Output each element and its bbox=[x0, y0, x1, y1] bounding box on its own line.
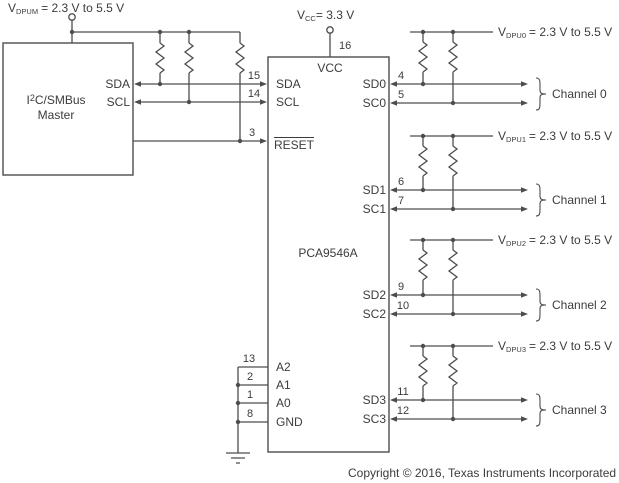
channel-3-wires bbox=[390, 343, 547, 427]
pin-number-8: 8 bbox=[246, 408, 254, 420]
ic-pin-sd3: SD3 bbox=[362, 393, 386, 407]
vcc-supply-label: VCC= 3.3 V bbox=[297, 8, 355, 23]
master-name-line2: Master bbox=[37, 108, 75, 122]
master-name-line1: I2C/SMBus bbox=[26, 93, 86, 107]
ic-pin-gnd: GND bbox=[276, 415, 303, 429]
reset-wire bbox=[133, 138, 267, 144]
channel-0-wires bbox=[390, 29, 547, 111]
ic-pin-sc3: SC3 bbox=[362, 412, 386, 426]
ic-pin-a2: A2 bbox=[276, 360, 291, 374]
ic-box bbox=[267, 56, 390, 453]
master-pin-sda: SDA bbox=[105, 77, 130, 91]
ic-pin-reset: RESET bbox=[274, 137, 315, 152]
vdpu2-supply-label: VDPU2= 2.3 V to 5.5 V bbox=[498, 233, 613, 248]
copyright-notice: Copyright © 2016, Texas Instruments Inco… bbox=[348, 466, 617, 480]
ic-pin-sc1: SC1 bbox=[362, 202, 386, 216]
pullup-resistor-scl bbox=[184, 32, 194, 105]
pin-number-1: 1 bbox=[246, 389, 254, 401]
pin-number-9: 9 bbox=[397, 281, 405, 293]
vcc-terminal bbox=[326, 26, 334, 57]
master-name: I2C/SMBus Master bbox=[26, 91, 85, 123]
channel-2-wires bbox=[390, 237, 547, 322]
pin-number-2: 2 bbox=[246, 371, 254, 383]
ic-pin-sc0: SC0 bbox=[362, 96, 386, 110]
scl-wire bbox=[134, 99, 267, 105]
master-pullup-rail bbox=[69, 29, 240, 35]
pin-number-6: 6 bbox=[397, 176, 405, 188]
ic-pin-scl: SCL bbox=[276, 95, 300, 109]
ic-pin-a1: A1 bbox=[276, 378, 291, 392]
pullup-resistor-sda bbox=[155, 32, 165, 87]
sda-wire bbox=[134, 81, 267, 87]
pin-number-12: 12 bbox=[396, 405, 410, 417]
pin-number-15: 15 bbox=[247, 70, 261, 82]
ic-pin-sd2: SD2 bbox=[362, 288, 386, 302]
channel-1-wires bbox=[390, 133, 547, 217]
channel-0-label: Channel 0 bbox=[552, 87, 607, 101]
ic-pin-sd0: SD0 bbox=[362, 77, 386, 91]
channel-3-label: Channel 3 bbox=[552, 403, 607, 417]
pin-number-16: 16 bbox=[339, 40, 352, 52]
pin-number-14: 14 bbox=[247, 88, 261, 100]
pin-number-10: 10 bbox=[396, 300, 410, 312]
ic-pin-sd1: SD1 bbox=[362, 183, 386, 197]
ic-pin-sc2: SC2 bbox=[362, 307, 386, 321]
vdpu1-supply-label: VDPU1= 2.3 V to 5.5 V bbox=[498, 129, 613, 144]
master-pin-scl: SCL bbox=[106, 95, 130, 109]
ic-pin-sda: SDA bbox=[276, 77, 301, 91]
ic-part-number: PCA9546A bbox=[298, 246, 358, 260]
pin-number-3: 3 bbox=[248, 127, 256, 139]
channel-1-label: Channel 1 bbox=[552, 193, 607, 207]
channel-2-label: Channel 2 bbox=[552, 298, 607, 312]
pin-number-5: 5 bbox=[397, 89, 405, 101]
ground-symbol bbox=[226, 452, 250, 464]
ic-pin-a0: A0 bbox=[276, 396, 291, 410]
pin-number-11: 11 bbox=[397, 386, 409, 398]
pin-number-13: 13 bbox=[242, 353, 256, 365]
master-box bbox=[2, 42, 134, 176]
pullup-resistor-reset bbox=[235, 32, 245, 144]
vdpu0-supply-label: VDPU0= 2.3 V to 5.5 V bbox=[498, 25, 613, 40]
vdpum-supply-label: VDPUM= 2.3 V to 5.5 V bbox=[8, 1, 125, 16]
vdpu3-supply-label: VDPU3= 2.3 V to 5.5 V bbox=[498, 339, 613, 354]
pin-number-7: 7 bbox=[397, 195, 405, 207]
pin-number-4: 4 bbox=[397, 70, 405, 82]
ic-pin-vcc: VCC bbox=[317, 61, 343, 75]
address-pin-wires bbox=[235, 366, 268, 453]
